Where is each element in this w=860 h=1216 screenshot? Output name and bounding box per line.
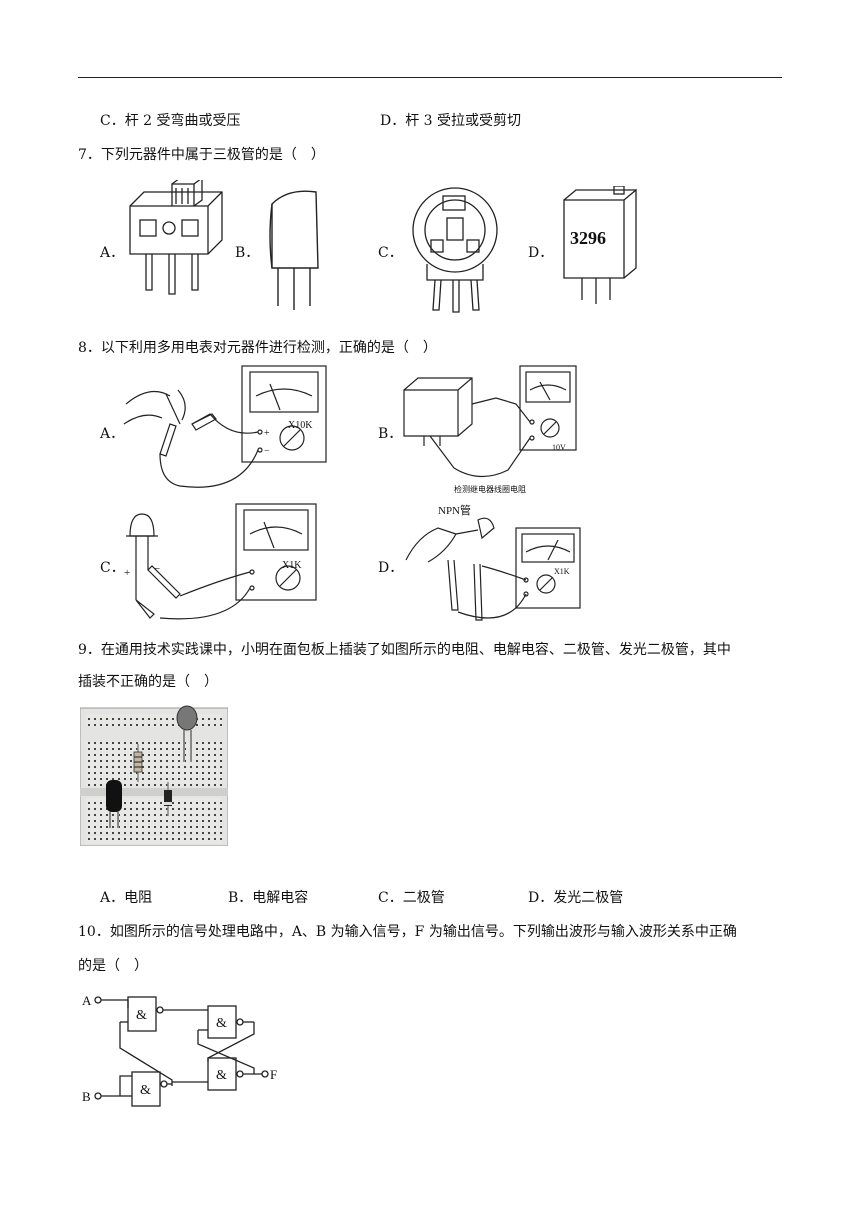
q6-option-d[interactable]: D．杆 3 受拉或受剪切 [380,113,522,129]
q10-output-f: F [270,1067,277,1082]
header-rule [78,77,782,78]
q9-stem-line2: 插装不正确的是（ ） [78,674,218,690]
q7-component-d-marking: 3296 [570,228,606,248]
q7-figure-d-trimmer-3296: 3296 [563,186,637,304]
q10-stem-line1: 10．如图所示的信号处理电路中，A、B 为输入信号，F 为输出信号。下列输出波形… [78,924,737,940]
q7-label-a[interactable]: A． [100,245,125,261]
q10-gate2-symbol: & [140,1083,151,1098]
q10-input-b: B [82,1089,91,1104]
q10-gate4-symbol: & [216,1068,227,1083]
q8-plus-a: + [264,428,270,439]
q10-gate1-symbol: & [136,1008,147,1023]
q7-label-d[interactable]: D． [528,245,554,261]
q8-label-c[interactable]: C． [100,560,125,576]
q9-breadboard-figure [80,705,228,846]
q9-option-b[interactable]: B．电解电容 [228,890,309,906]
q7-stem: 7．下列元器件中属于三极管的是（ ） [78,147,325,163]
q10-logic-circuit: A B F & & & & [82,993,277,1107]
q8-stem: 8．以下利用多用电表对元器件进行检测，正确的是（ ） [78,340,437,356]
q6-option-c[interactable]: C．杆 2 受弯曲或受压 [100,113,241,129]
q9-stem-line1: 9．在通用技术实践课中，小明在面包板上插装了如图所示的电阻、电解电容、二极管、发… [78,642,731,658]
q8-minus-a: − [264,446,270,457]
q9-option-a[interactable]: A．电阻 [100,890,153,906]
q7-label-c[interactable]: C． [378,245,403,261]
q7-figure-b-transistor [269,190,319,310]
q8-figure-c-multimeter-led: X1K + − [124,503,317,620]
q7-figure-c-potentiometer [412,187,498,313]
q8-range-d: X1K [554,567,570,576]
q7-label-b[interactable]: B． [235,245,260,261]
q8-figure-d-multimeter-npn: NPN管 X1K [405,503,581,621]
q9-option-d[interactable]: D．发光二极管 [528,890,624,906]
q10-stem-line2: 的是（ ） [78,958,148,974]
q8-range-a: X10K [288,420,313,431]
q8-label-d[interactable]: D． [378,560,404,576]
q7-figure-a-slide-switch [129,180,223,295]
q8-range-b: 10V [552,443,566,452]
q9-option-c[interactable]: C．二极管 [378,890,445,906]
q8-minus-c: − [154,563,160,575]
q8-figure-a-multimeter: X10K + − [123,365,327,488]
q8-npn-label: NPN管 [438,503,471,517]
q10-gate3-symbol: & [216,1016,227,1031]
q10-input-a: A [82,993,92,1008]
q8-figure-b-multimeter-relay: 10V 检测继电器线圈电阻 [403,365,577,494]
q8-caption-b: 检测继电器线圈电阻 [454,484,526,494]
q8-label-a[interactable]: A． [100,426,125,442]
q8-range-c: X1K [282,560,302,571]
q8-plus-c: + [124,567,130,579]
q8-label-b[interactable]: B． [378,426,403,442]
